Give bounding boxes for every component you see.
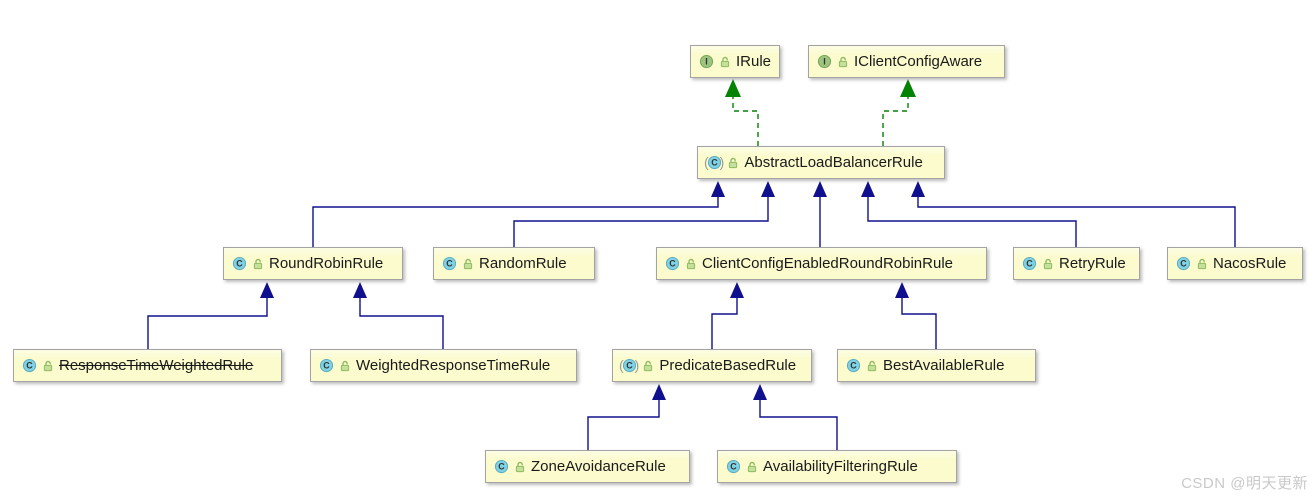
class-node-iclientconfigaware[interactable]: I IClientConfigAware xyxy=(808,45,1005,78)
svg-text:C: C xyxy=(1180,259,1187,269)
public-lock-icon xyxy=(642,360,654,372)
class-name-label: AvailabilityFilteringRule xyxy=(763,458,918,475)
class-icon: C xyxy=(1176,256,1191,271)
svg-text:I: I xyxy=(705,57,707,67)
extends-edge-randomrule-to-abstract xyxy=(513,181,775,247)
class-icon: C xyxy=(846,358,861,373)
extends-edge-responsetimeweightedrule-to-roundrobin xyxy=(147,282,274,349)
class-name-label: AbstractLoadBalancerRule xyxy=(744,154,923,171)
class-name-label: IClientConfigAware xyxy=(854,53,983,70)
class-node-irule[interactable]: I IRule xyxy=(690,45,780,78)
public-lock-icon xyxy=(252,258,264,270)
class-node-abstractloadbalancerrule[interactable]: ( C ) AbstractLoadBalancerRule xyxy=(697,146,945,179)
class-name-label: IRule xyxy=(736,53,772,70)
class-name-label: WeightedResponseTimeRule xyxy=(356,357,551,374)
extends-edge-weightedresponsetimerule-to-roundrobin xyxy=(353,282,444,349)
class-name-label: RoundRobinRule xyxy=(269,255,384,272)
class-name-label: ResponseTimeWeightedRule xyxy=(59,357,254,374)
extends-edge-availabilityfilteringrule-to-predicatebased xyxy=(753,384,838,450)
svg-text:C: C xyxy=(850,361,857,371)
extends-edge-zoneavoidancerule-to-predicatebased xyxy=(587,384,666,450)
svg-text:C: C xyxy=(26,361,33,371)
class-icon: C xyxy=(665,256,680,271)
public-lock-icon xyxy=(462,258,474,270)
class-name-label: RetryRule xyxy=(1059,255,1126,272)
public-lock-icon xyxy=(339,360,351,372)
class-name-label: BestAvailableRule xyxy=(883,357,1005,374)
svg-text:C: C xyxy=(1026,259,1033,269)
public-lock-icon xyxy=(719,56,731,68)
class-node-retryrule[interactable]: C RetryRule xyxy=(1013,247,1140,280)
public-lock-icon xyxy=(685,258,697,270)
class-name-label: RandomRule xyxy=(479,255,567,272)
svg-text:C: C xyxy=(323,361,330,371)
class-node-randomrule[interactable]: C RandomRule xyxy=(433,247,595,280)
class-name-label: ClientConfigEnabledRoundRobinRule xyxy=(702,255,954,272)
class-node-bestavailablerule[interactable]: C BestAvailableRule xyxy=(837,349,1036,382)
public-lock-icon xyxy=(1042,258,1054,270)
class-node-responsetimeweightedrule[interactable]: C ResponseTimeWeightedRule xyxy=(13,349,282,382)
class-icon: C xyxy=(232,256,247,271)
interface-icon: I xyxy=(699,54,714,69)
extends-edge-clientconfigenabledroundrobinrule-to-abstract xyxy=(813,181,827,247)
class-name-label: NacosRule xyxy=(1213,255,1287,272)
implements-edge-abstractloadbalancerrule-to-iclientconfigaware xyxy=(882,79,916,146)
public-lock-icon xyxy=(42,360,54,372)
svg-text:C: C xyxy=(498,462,505,472)
svg-text:C: C xyxy=(669,259,676,269)
extends-edge-bestavailablerule-to-clientconfigenabled xyxy=(895,282,937,349)
class-node-predicatebasedrule[interactable]: ( C ) PredicateBasedRule xyxy=(612,349,812,382)
class-node-nacosrule[interactable]: C NacosRule xyxy=(1167,247,1303,280)
abstract-class-icon: ( C ) xyxy=(704,154,725,170)
abstract-class-icon: ( C ) xyxy=(619,357,640,373)
class-icon: C xyxy=(319,358,334,373)
public-lock-icon xyxy=(727,157,739,169)
svg-text:C: C xyxy=(730,462,737,472)
extends-edge-retryrule-to-abstract xyxy=(861,181,1077,247)
public-lock-icon xyxy=(866,360,878,372)
public-lock-icon xyxy=(514,461,526,473)
svg-text:C: C xyxy=(626,361,633,371)
svg-text:I: I xyxy=(823,57,825,67)
class-name-label: ZoneAvoidanceRule xyxy=(531,458,666,475)
public-lock-icon xyxy=(746,461,758,473)
svg-text:C: C xyxy=(236,259,243,269)
class-name-label: PredicateBasedRule xyxy=(659,357,797,374)
implements-edge-abstractloadbalancerrule-to-irule xyxy=(725,79,759,146)
class-node-roundrobinrule[interactable]: C RoundRobinRule xyxy=(223,247,403,280)
class-node-clientconfigenabledroundrobinrule[interactable]: C ClientConfigEnabledRoundRobinRule xyxy=(656,247,987,280)
svg-text:C: C xyxy=(446,259,453,269)
extends-edge-predicatebasedrule-to-clientconfigenabled xyxy=(711,282,744,349)
public-lock-icon xyxy=(1196,258,1208,270)
class-node-weightedresponsetimerule[interactable]: C WeightedResponseTimeRule xyxy=(310,349,577,382)
extends-edge-roundrobinrule-to-abstract xyxy=(312,181,725,247)
class-node-availabilityfilteringrule[interactable]: C AvailabilityFilteringRule xyxy=(717,450,957,483)
class-icon: C xyxy=(494,459,509,474)
public-lock-icon xyxy=(837,56,849,68)
svg-text:C: C xyxy=(711,158,718,168)
class-node-zoneavoidancerule[interactable]: C ZoneAvoidanceRule xyxy=(485,450,690,483)
class-icon: C xyxy=(442,256,457,271)
class-icon: C xyxy=(726,459,741,474)
csdn-watermark: CSDN @明天更新 xyxy=(1181,475,1308,492)
class-icon: C xyxy=(1022,256,1037,271)
class-icon: C xyxy=(22,358,37,373)
interface-icon: I xyxy=(817,54,832,69)
extends-edge-nacosrule-to-abstract xyxy=(911,181,1236,247)
